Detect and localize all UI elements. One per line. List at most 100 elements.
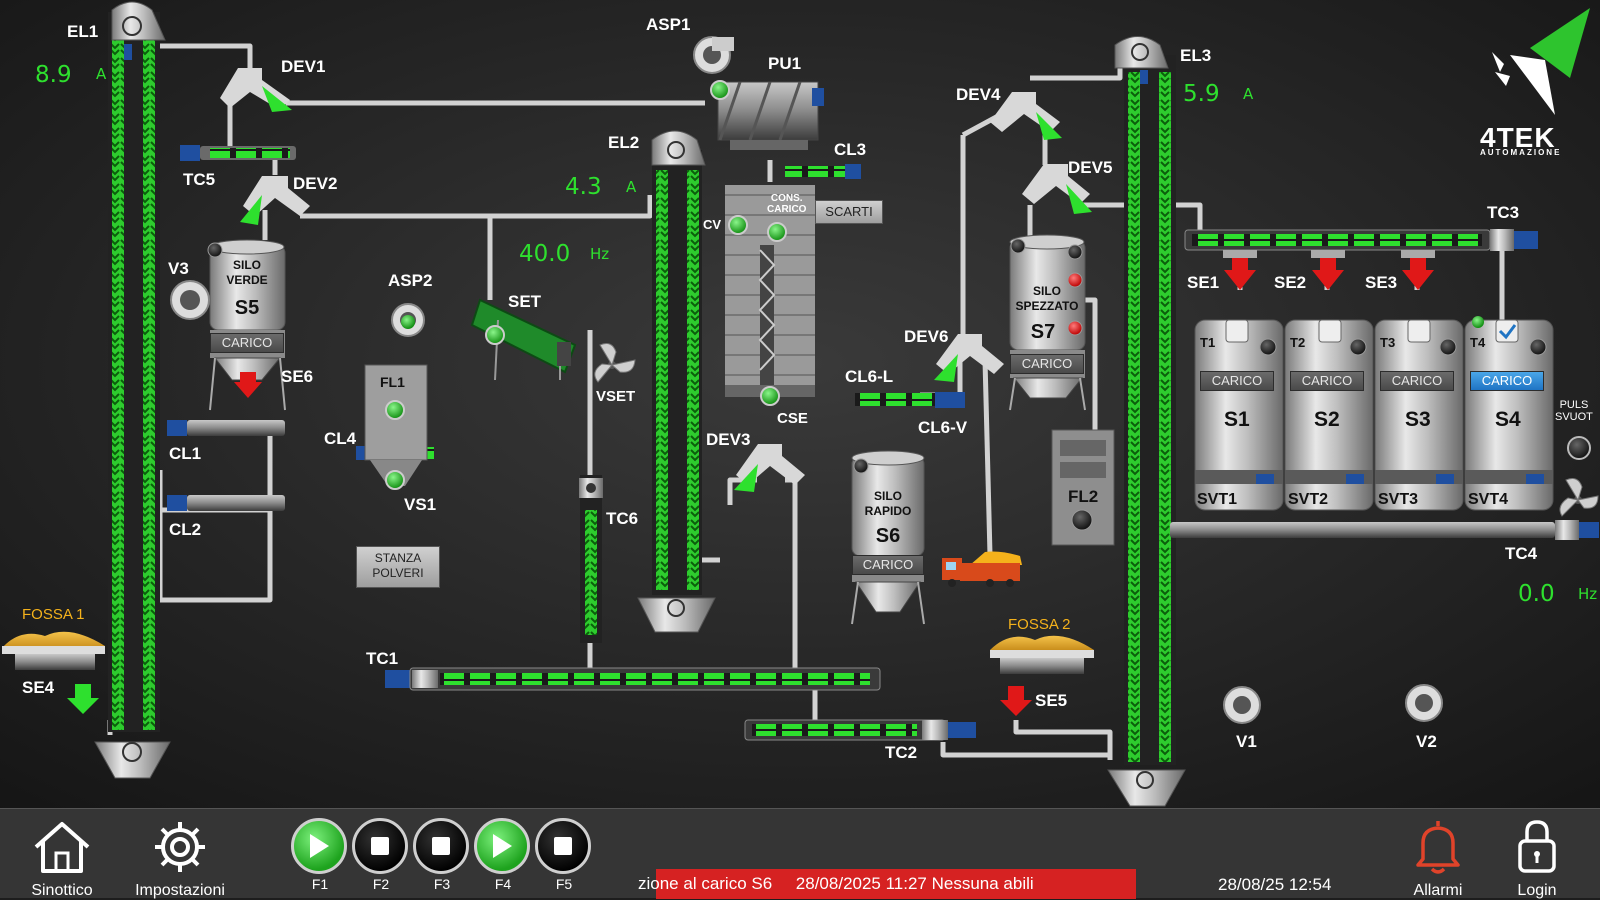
play-icon [310, 834, 329, 858]
label-vset: VSET [596, 388, 636, 405]
fan-asp1-icon[interactable] [693, 36, 734, 74]
f4-label: F4 [494, 876, 512, 892]
silo-s6 [851, 450, 925, 625]
reading-set-value: 40.0 [519, 241, 571, 267]
home-button[interactable]: Sinottico [22, 819, 102, 900]
scarti-box[interactable]: SCARTI [815, 200, 883, 224]
label-fossa1: FOSSA 1 [22, 606, 85, 623]
f2-label: F2 [372, 876, 390, 892]
alarms-button[interactable]: Allarmi [1403, 817, 1473, 900]
logo-brand-text: 4TEK [1480, 122, 1556, 153]
diverter-dev1[interactable] [220, 68, 292, 112]
label-asp1: ASP1 [646, 15, 691, 34]
pre-cleaner-pu1[interactable] [717, 81, 824, 150]
label-set: SET [508, 292, 542, 311]
filter-fl2 [1051, 429, 1115, 546]
silo-s5-line1: SILO [232, 258, 261, 272]
elevator-el2[interactable] [637, 130, 716, 633]
tank-group [1194, 250, 1554, 511]
label-cl2: CL2 [169, 520, 202, 539]
label-fl2: FL2 [1068, 487, 1099, 506]
settings-button[interactable]: Impostazioni [125, 819, 235, 900]
label-pu1: PU1 [768, 54, 802, 73]
silo-s7-carico-button[interactable]: CARICO [1010, 354, 1084, 374]
reading-el3-unit: A [1243, 85, 1254, 103]
label-cv: CV [703, 217, 722, 232]
fossa-1 [2, 631, 105, 714]
f5-label: F5 [555, 876, 573, 892]
silo-s6-carico-button[interactable]: CARICO [852, 555, 924, 575]
silo-s7-name: S7 [1030, 321, 1056, 343]
silo-s5-carico-button[interactable]: CARICO [210, 333, 284, 353]
fan-v2-icon[interactable] [1405, 684, 1443, 722]
diverter-dev2[interactable] [240, 176, 310, 225]
diverter-dev3[interactable] [734, 444, 805, 492]
silo-s6-line1: SILO [873, 489, 902, 503]
fossa-2 [990, 635, 1094, 716]
reading-set-unit: Hz [590, 245, 610, 263]
status-leds [385, 80, 787, 490]
tank-1-tag: T1 [1200, 335, 1216, 350]
stop-icon [371, 837, 389, 855]
reading-el2-unit: A [626, 178, 637, 196]
conveyor-cl2[interactable] [167, 495, 285, 511]
label-dev3: DEV3 [706, 430, 751, 449]
conveyor-tc5[interactable] [180, 145, 296, 161]
conveyor-tc1[interactable] [385, 667, 881, 691]
puls-svuot-button[interactable] [1567, 436, 1591, 460]
label-tc5: TC5 [183, 170, 216, 189]
fan-v3-icon[interactable] [170, 280, 210, 320]
propeller-tc4-icon[interactable] [1559, 478, 1599, 517]
stanza-polveri-box[interactable]: STANZA POLVERI [356, 546, 440, 588]
propeller-vset-icon[interactable] [594, 343, 636, 383]
reading-tc4-value: 0.0 [1518, 581, 1555, 607]
diverter-dev4[interactable] [990, 92, 1062, 140]
f1-button[interactable]: F1 [291, 818, 349, 892]
label-vs1: VS1 [404, 495, 437, 514]
reading-el3-value: 5.9 [1183, 81, 1220, 107]
diverter-dev5[interactable] [1022, 164, 1092, 214]
tank-2-tag: T2 [1290, 335, 1306, 350]
f2-button[interactable]: F2 [352, 818, 410, 892]
f1-label: F1 [311, 876, 329, 892]
fan-v1-icon[interactable] [1223, 686, 1261, 724]
label-v2: V2 [1416, 732, 1437, 751]
conveyor-tc2[interactable] [744, 719, 976, 741]
alarm-ticker-text: zione al carico S6 28/08/2025 11:27 Ness… [638, 874, 1034, 893]
label-asp2: ASP2 [388, 271, 433, 290]
logo-sub-text: AUTOMAZIONE [1480, 148, 1562, 157]
label-dev4: DEV4 [956, 85, 1001, 104]
tank-3-carico-button[interactable]: CARICO [1380, 371, 1454, 391]
tank-1-carico-button[interactable]: CARICO [1200, 371, 1274, 391]
elevator-el1[interactable] [94, 1, 171, 779]
tank-2-valve: SVT2 [1288, 491, 1329, 508]
sieve-set[interactable] [470, 298, 577, 381]
label-tc6: TC6 [606, 509, 639, 528]
tank-3-tag: T3 [1380, 335, 1396, 350]
elevator-el3[interactable] [1107, 36, 1186, 807]
label-cl4: CL4 [324, 429, 357, 448]
f3-button[interactable]: F3 [413, 818, 471, 892]
conveyor-cl3[interactable] [785, 164, 861, 179]
f4-button[interactable]: F4 [474, 818, 532, 892]
tank-1-name: S1 [1224, 408, 1250, 431]
label-tc2: TC2 [885, 743, 918, 762]
home-icon [34, 822, 90, 873]
diverter-dev6[interactable] [934, 334, 1004, 382]
conveyor-cl1[interactable] [167, 420, 285, 436]
conveyor-tc6[interactable] [579, 475, 603, 643]
alarm-ticker[interactable]: zione al carico S6 28/08/2025 11:27 Ness… [638, 869, 1136, 899]
tank-2-carico-button[interactable]: CARICO [1290, 371, 1364, 391]
label-cl3: CL3 [834, 140, 867, 159]
conveyor-tc3[interactable] [1184, 229, 1538, 251]
reading-el2-value: 4.3 [565, 174, 602, 200]
f5-button[interactable]: F5 [535, 818, 593, 892]
label-se3: SE3 [1365, 273, 1398, 292]
conveyor-tc4[interactable] [1170, 520, 1599, 540]
label-tc4: TC4 [1505, 544, 1538, 563]
label-cl6-l: CL6-L [845, 367, 894, 386]
conveyor-cl6[interactable] [855, 392, 965, 408]
tank-4-carico-button[interactable]: CARICO [1470, 371, 1544, 391]
tank-2-name: S2 [1314, 408, 1340, 431]
login-button[interactable]: Login [1502, 817, 1572, 900]
